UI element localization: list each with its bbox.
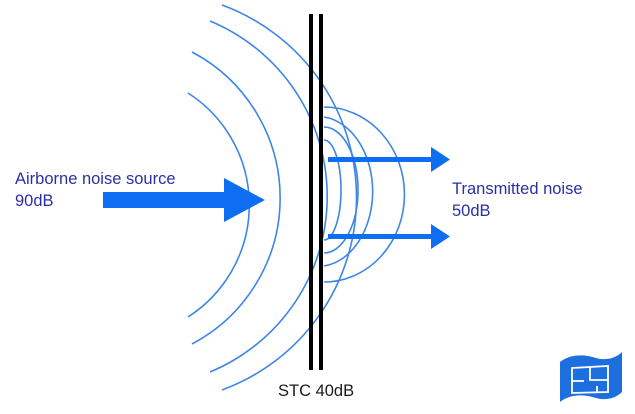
incoming-arrow — [103, 178, 265, 222]
logo-flag-shape — [560, 352, 622, 402]
source-level: 90dB — [15, 192, 54, 210]
transmitted-sound-waves — [323, 106, 406, 283]
transmitted-noise-label: Transmitted noise 50dB — [452, 178, 583, 222]
transmitted-arrow-bottom-head — [431, 224, 450, 249]
transmitted-arrow-bottom-shaft — [328, 234, 432, 239]
incoming-wave-2 — [191, 51, 281, 345]
incoming-wave-4 — [221, 4, 358, 391]
incoming-arrow-shaft — [103, 192, 226, 208]
house-blueprint-logo — [560, 352, 622, 402]
incoming-arrow-head — [224, 178, 265, 222]
transmitted-arrow-bottom — [328, 224, 450, 249]
source-title: Airborne noise source — [15, 170, 176, 188]
incoming-wave-3 — [209, 20, 328, 373]
transmitted-wave-1 — [323, 106, 406, 283]
transmitted-arrow-top — [328, 147, 450, 172]
transmitted-arrow-top-shaft — [328, 157, 432, 162]
stc-rating-label: STC 40dB — [278, 382, 355, 400]
transmitted-level: 50dB — [452, 202, 491, 220]
transmitted-wave-2 — [323, 116, 374, 267]
logo-floorplan-lines — [571, 365, 609, 394]
transmitted-arrow-top-head — [431, 147, 450, 172]
transmitted-title: Transmitted noise — [452, 180, 583, 198]
airborne-noise-source-label: Airborne noise source 90dB — [15, 168, 176, 212]
transmitted-wave-3 — [323, 126, 359, 254]
wall — [309, 14, 323, 370]
